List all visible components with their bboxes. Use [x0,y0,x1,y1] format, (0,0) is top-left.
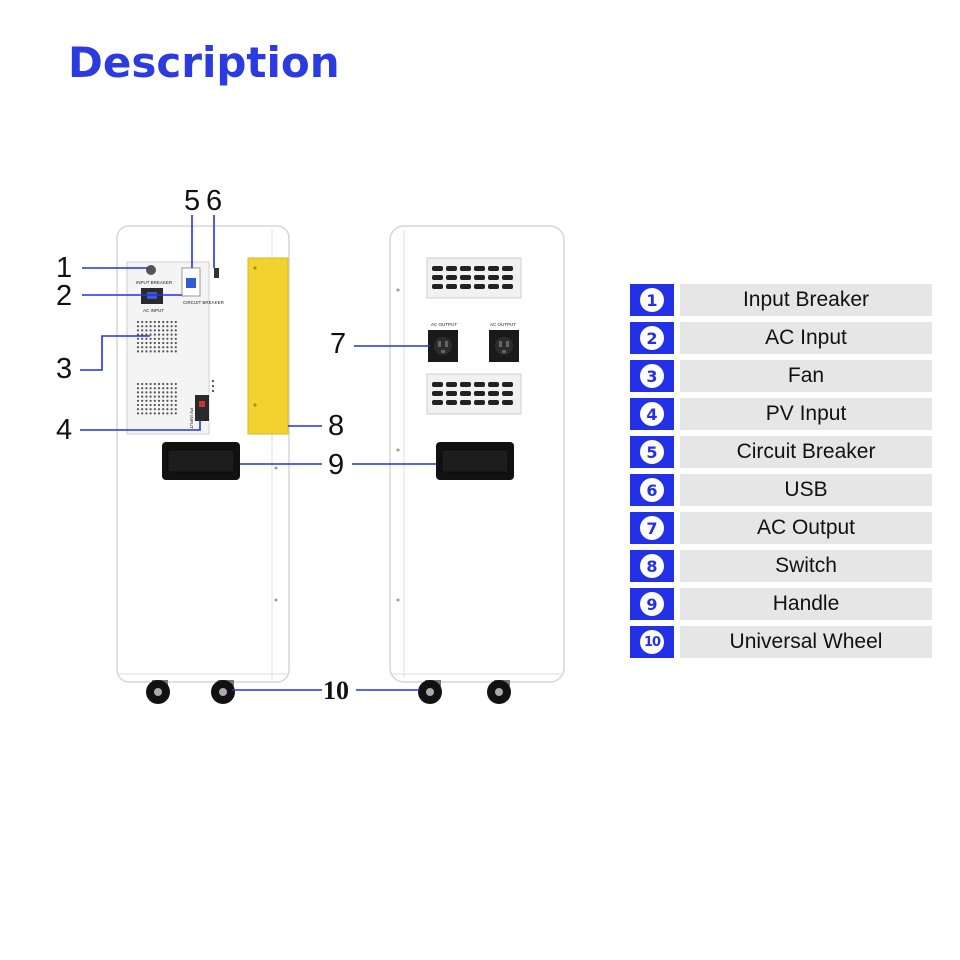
legend-item: 6 USB [630,474,932,506]
left-wheel-front [211,680,235,704]
legend-number: 4 [640,402,664,426]
callout-6: 6 [206,185,223,217]
right-cabinet: AC OUTPUT AC OUTPUT [389,225,565,704]
legend-number-badge: 10 [630,626,674,658]
legend-label: Circuit Breaker [680,436,932,468]
callout-1: 1 [56,252,73,284]
input-breaker-knob [146,265,156,275]
fan-grille-bottom [136,382,177,415]
legend-label: PV Input [680,398,932,430]
legend-number-badge: 8 [630,550,674,582]
circuit-breaker-label: CIRCUIT BREAKER [183,300,225,305]
legend-number: 10 [640,630,664,654]
leader-4 [80,420,201,431]
legend-label: AC Input [680,322,932,354]
legend-item: 1 Input Breaker [630,284,932,316]
switch-panel [247,257,289,435]
legend-number: 8 [640,554,664,578]
legend-number: 2 [640,326,664,350]
legend-label: Input Breaker [680,284,932,316]
left-wheel-rear [146,680,170,704]
callout-9: 9 [328,449,345,481]
ac-output-label-1: AC OUTPUT [431,322,457,327]
legend-number: 3 [640,364,664,388]
legend-number-badge: 1 [630,284,674,316]
callout-8: 8 [328,410,345,442]
callout-4: 4 [56,414,73,446]
callout-10: 10 [323,676,349,705]
ac-output-socket-2 [489,330,519,362]
legend-item: 7 AC Output [630,512,932,544]
legend-number-badge: 3 [630,360,674,392]
legend-label: Fan [680,360,932,392]
legend-number-badge: 4 [630,398,674,430]
legend-item: 3 Fan [630,360,932,392]
ac-input-label: AC INPUT [143,308,164,313]
pv-input-label: PV INPUT [189,408,194,429]
usb-port [214,268,219,278]
input-breaker-label: INPUT BREAKER [136,280,173,285]
leader-lines [80,215,436,691]
pv-input-socket [195,395,209,421]
legend-number: 7 [640,516,664,540]
legend-number-badge: 5 [630,436,674,468]
right-wheel-left [418,680,442,704]
legend-number-badge: 6 [630,474,674,506]
legend-item: 4 PV Input [630,398,932,430]
legend-number-badge: 2 [630,322,674,354]
legend-number: 6 [640,478,664,502]
callout-2: 2 [56,280,73,312]
legend-label: Switch [680,550,932,582]
right-wheel-right [487,680,511,704]
callout-5: 5 [184,185,201,217]
ac-output-socket-1 [428,330,458,362]
legend-item: 10 Universal Wheel [630,626,932,658]
legend-number-badge: 7 [630,512,674,544]
legend-label: USB [680,474,932,506]
legend-number: 5 [640,440,664,464]
page-title: Description [68,38,340,87]
legend-item: 2 AC Input [630,322,932,354]
legend-label: Handle [680,588,932,620]
callout-3: 3 [56,353,73,385]
legend-number-badge: 9 [630,588,674,620]
fan-grille-top [136,320,177,353]
legend: 1 Input Breaker 2 AC Input 3 Fan 4 PV Input 5 Cir… [630,284,932,664]
leader-3 [80,335,150,371]
legend-number: 9 [640,592,664,616]
legend-label: Universal Wheel [680,626,932,658]
left-cabinet: INPUT BREAKER AC INPUT CIRCUIT BREAKER P… [116,225,290,704]
ac-output-label-2: AC OUTPUT [490,322,516,327]
legend-number: 1 [640,288,664,312]
legend-item: 8 Switch [630,550,932,582]
legend-item: 9 Handle [630,588,932,620]
legend-item: 5 Circuit Breaker [630,436,932,468]
callout-7: 7 [330,328,347,360]
legend-label: AC Output [680,512,932,544]
